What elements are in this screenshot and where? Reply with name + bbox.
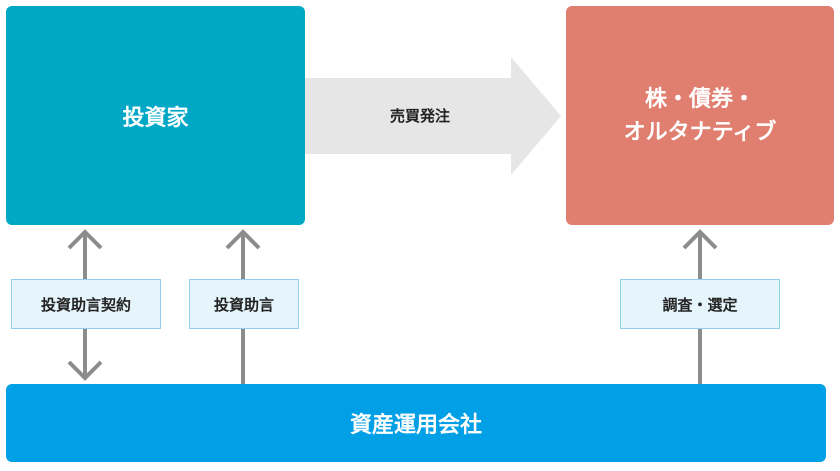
order-label: 売買発注: [389, 106, 450, 125]
assets-box: 株・債券・ オルタナティブ: [566, 6, 834, 225]
investment-advice-label: 投資助言: [189, 279, 299, 329]
asset-management-company-box: 資産運用会社: [6, 384, 826, 462]
investor-box: 投資家: [6, 6, 305, 225]
research-selection-label: 調査・選定: [620, 279, 780, 329]
asset-management-company-label: 資産運用会社: [349, 413, 482, 438]
order-arrow: [305, 57, 561, 175]
assets-label-line2: オルタナティブ: [623, 119, 777, 145]
investor-label: 投資家: [122, 105, 189, 131]
assets-label-line1: 株・債券・: [644, 86, 755, 112]
advisory-contract-label: 投資助言契約: [11, 279, 161, 329]
